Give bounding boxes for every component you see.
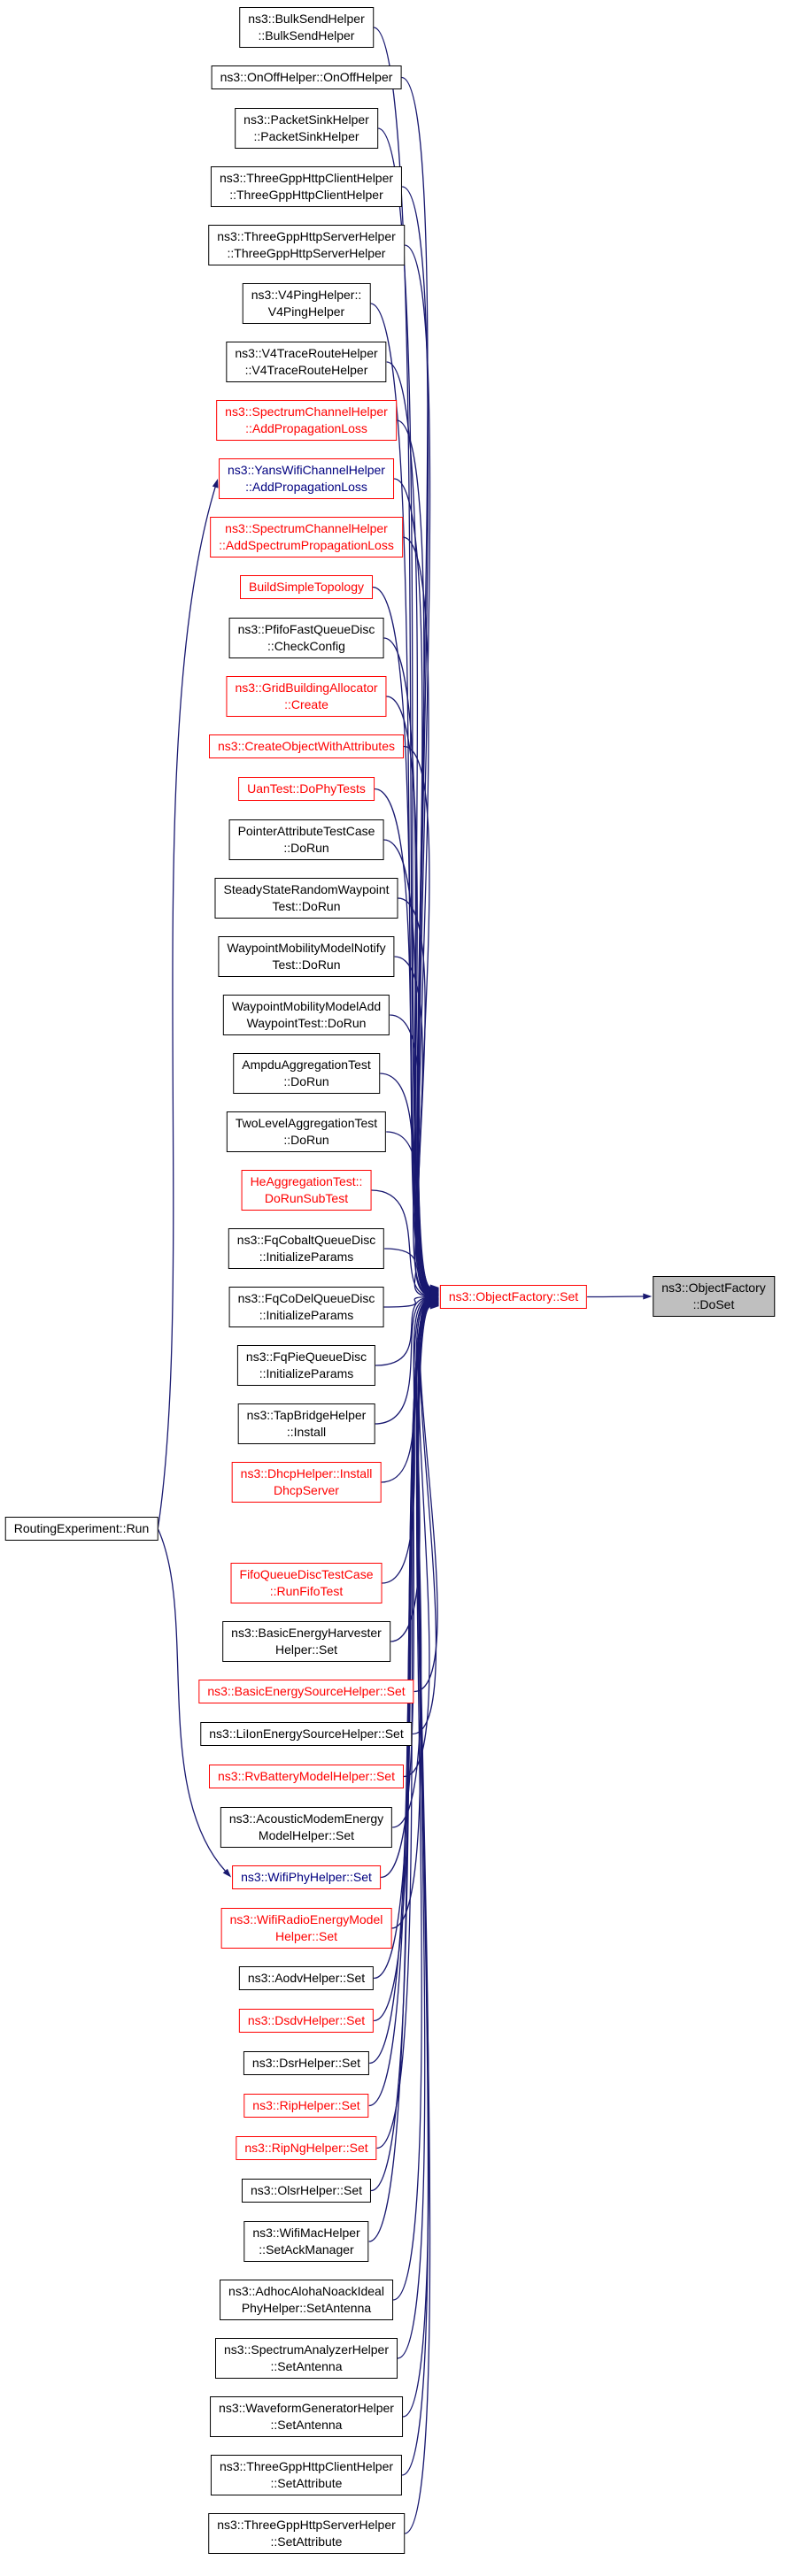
graph-node-gridbuilding-create[interactable]: ns3::GridBuildingAllocator ::Create	[226, 676, 387, 717]
graph-node-httpserver-setattribute[interactable]: ns3::ThreeGppHttpServerHelper ::SetAttri…	[208, 2513, 405, 2554]
graph-node-dhcp-installserver[interactable]: ns3::DhcpHelper::Install DhcpServer	[231, 1462, 382, 1503]
graph-node-fqcodel-init[interactable]: ns3::FqCoDelQueueDisc ::InitializeParams	[228, 1287, 384, 1327]
graph-node-aodv-set[interactable]: ns3::AodvHelper::Set	[238, 1966, 375, 1990]
graph-node-adhocaloha-setantenna[interactable]: ns3::AdhocAlohaNoackIdeal PhyHelper::Set…	[220, 2280, 393, 2320]
graph-node-wifiradio-set[interactable]: ns3::WifiRadioEnergyModel Helper::Set	[220, 1908, 392, 1949]
graph-node-basicharvester-set[interactable]: ns3::BasicEnergyHarvester Helper::Set	[222, 1621, 390, 1662]
graph-node-fqpie-init[interactable]: ns3::FqPieQueueDisc ::InitializeParams	[236, 1345, 376, 1386]
graph-node-v4ping[interactable]: ns3::V4PingHelper:: V4PingHelper	[242, 283, 371, 324]
graph-node-wifimac-setackmanager[interactable]: ns3::WifiMacHelper ::SetAckManager	[243, 2221, 369, 2262]
graph-node-spectrum-addloss[interactable]: ns3::SpectrumChannelHelper ::AddPropagat…	[216, 400, 397, 441]
graph-node-buildsimpletopology[interactable]: BuildSimpleTopology	[240, 575, 373, 599]
graph-node-doset: ns3::ObjectFactory ::DoSet	[653, 1276, 775, 1317]
graph-node-waypointnotify-dorun[interactable]: WaypointMobilityModelNotify Test::DoRun	[218, 936, 395, 977]
graph-node-ripng-set[interactable]: ns3::RipNgHelper::Set	[236, 2136, 377, 2160]
graph-node-onoff[interactable]: ns3::OnOffHelper::OnOffHelper	[211, 65, 402, 89]
graph-node-spectrumanalyzer-setantenna[interactable]: ns3::SpectrumAnalyzerHelper ::SetAntenna	[215, 2338, 398, 2379]
graph-node-httpclient-ctor[interactable]: ns3::ThreeGppHttpClientHelper ::ThreeGpp…	[210, 166, 403, 207]
graph-node-bulksend[interactable]: ns3::BulkSendHelper ::BulkSendHelper	[239, 7, 374, 48]
graph-node-uantest-dophytests[interactable]: UanTest::DoPhyTests	[238, 777, 375, 801]
graph-node-v4traceroute[interactable]: ns3::V4TraceRouteHelper ::V4TraceRouteHe…	[226, 342, 387, 382]
graph-node-tapbridge-install[interactable]: ns3::TapBridgeHelper ::Install	[237, 1403, 375, 1444]
graph-node-rvbattery-set[interactable]: ns3::RvBatteryModelHelper::Set	[209, 1765, 404, 1788]
graph-node-pfifo-checkconfig[interactable]: ns3::PfifoFastQueueDisc ::CheckConfig	[228, 618, 384, 658]
graph-node-waveformgen-setantenna[interactable]: ns3::WaveformGeneratorHelper ::SetAntenn…	[210, 2396, 403, 2437]
graph-node-rip-set[interactable]: ns3::RipHelper::Set	[243, 2094, 369, 2118]
graph-node-acousticmodem-set[interactable]: ns3::AcousticModemEnergy ModelHelper::Se…	[220, 1807, 393, 1848]
graph-node-spectrum-addspecloss[interactable]: ns3::SpectrumChannelHelper ::AddSpectrum…	[210, 517, 403, 557]
graph-node-heagg-dorunsubtest[interactable]: HeAggregationTest:: DoRunSubTest	[241, 1170, 372, 1211]
graph-node-fifo-runfifotest[interactable]: FifoQueueDiscTestCase ::RunFifoTest	[230, 1563, 383, 1603]
graph-node-yans-addloss[interactable]: ns3::YansWifiChannelHelper ::AddPropagat…	[219, 458, 394, 499]
graph-node-packetsink[interactable]: ns3::PacketSinkHelper ::PacketSinkHelper	[235, 108, 378, 149]
graph-node-olsr-set[interactable]: ns3::OlsrHelper::Set	[241, 2179, 372, 2203]
graph-node-basicsource-set[interactable]: ns3::BasicEnergySourceHelper::Set	[198, 1680, 414, 1703]
graph-node-ampdu-dorun[interactable]: AmpduAggregationTest ::DoRun	[233, 1053, 380, 1094]
graph-node-createobjectwithattributes[interactable]: ns3::CreateObjectWithAttributes	[209, 734, 404, 758]
graph-node-fqcobalt-init[interactable]: ns3::FqCobaltQueueDisc ::InitializeParam…	[228, 1228, 385, 1269]
graph-node-liion-set[interactable]: ns3::LiIonEnergySourceHelper::Set	[200, 1722, 413, 1746]
graph-node-set[interactable]: ns3::ObjectFactory::Set	[439, 1285, 588, 1309]
graph-node-dsr-set[interactable]: ns3::DsrHelper::Set	[243, 2051, 370, 2075]
graph-node-pointerattr-dorun[interactable]: PointerAttributeTestCase ::DoRun	[228, 819, 384, 860]
graph-node-steadystate-dorun[interactable]: SteadyStateRandomWaypoint Test::DoRun	[214, 878, 398, 919]
graph-node-waypointadd-dorun[interactable]: WaypointMobilityModelAdd WaypointTest::D…	[222, 995, 390, 1035]
graph-node-httpserver-ctor[interactable]: ns3::ThreeGppHttpServerHelper ::ThreeGpp…	[208, 225, 405, 265]
graph-node-httpclient-setattribute[interactable]: ns3::ThreeGppHttpClientHelper ::SetAttri…	[210, 2455, 403, 2495]
graph-node-dsdv-set[interactable]: ns3::DsdvHelper::Set	[238, 2009, 375, 2033]
graph-node-wifiphy-set[interactable]: ns3::WifiPhyHelper::Set	[232, 1865, 381, 1889]
graph-node-run[interactable]: RoutingExperiment::Run	[4, 1517, 158, 1541]
graph-node-twolevel-dorun[interactable]: TwoLevelAggregationTest ::DoRun	[226, 1111, 387, 1152]
